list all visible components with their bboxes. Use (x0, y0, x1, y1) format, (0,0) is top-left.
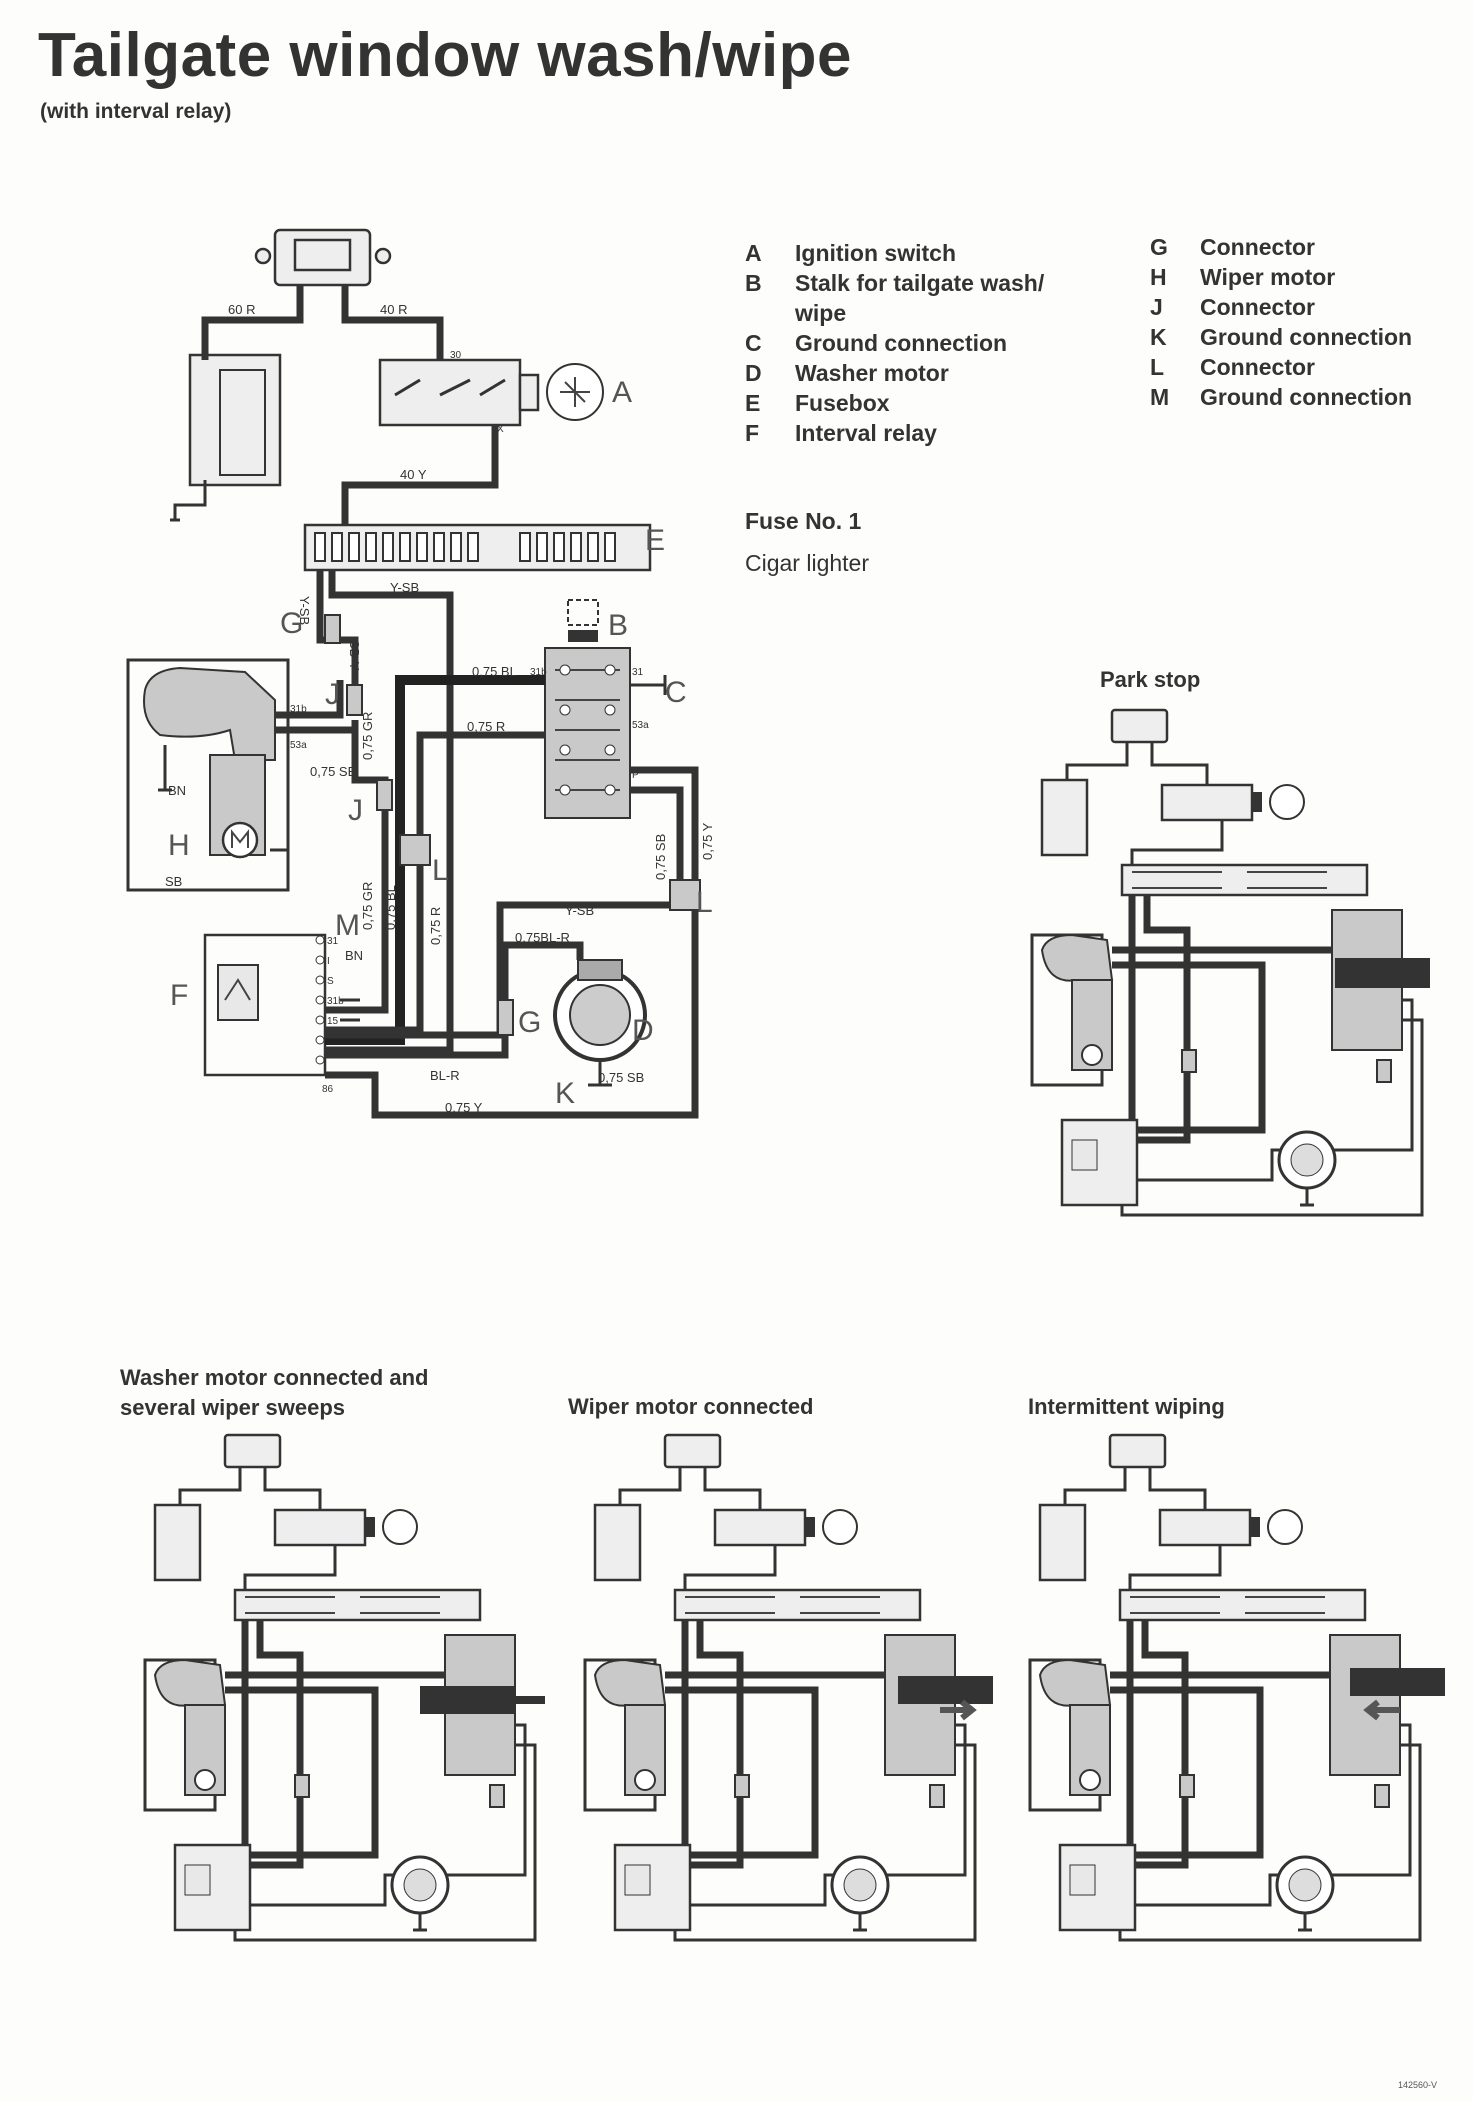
top-connector (254, 228, 392, 287)
stalk-indicator-wiper (898, 1676, 993, 1704)
wire-label: 0,75 BL (472, 664, 517, 679)
stalk-indicator-washer (420, 1686, 515, 1714)
label-a: A (612, 376, 632, 409)
caption-wiper: Wiper motor connected (568, 1394, 814, 1419)
wiper-motor (126, 658, 290, 892)
fuse-number: Fuse No. 1 (745, 508, 862, 534)
wire-label: 0,75 SB (310, 764, 356, 779)
terminal-label: I (327, 956, 330, 967)
wire-label: Y-SB (390, 580, 419, 595)
terminal-label: 53a (290, 740, 307, 751)
connector-l-left (399, 834, 431, 866)
ground-m (340, 998, 360, 1022)
terminal-label: 31b (290, 704, 307, 715)
wire-label: 40 Y (400, 467, 427, 482)
wire-label: 0,75BL-R (515, 930, 570, 945)
label-j-top: J (325, 678, 340, 711)
label-l-right: L (696, 886, 713, 919)
connector-g-bottom (497, 999, 514, 1036)
wire-label: 0,75 BL (383, 885, 398, 930)
wire-label: BN (345, 948, 363, 963)
arrow-icon (940, 1699, 977, 1721)
label-d: D (632, 1014, 654, 1047)
washer-motor (553, 959, 647, 1087)
wire-label: 0,75 Y (445, 1100, 483, 1115)
terminal-label: 86 (322, 1084, 334, 1095)
wire-label: 40 R (380, 302, 407, 317)
connector-l-right (669, 879, 701, 911)
terminal-label: 31 (327, 936, 339, 947)
connector-j-top (346, 684, 363, 716)
wire-label: 0,75 R (428, 907, 443, 945)
terminal-label: 30 (450, 350, 462, 361)
wire-label: 0,75 GR (360, 712, 375, 760)
wire-label: SB (165, 874, 182, 889)
label-h: H (168, 829, 190, 862)
wire-label: 0,75 R (467, 719, 505, 734)
label-g-top: G (280, 607, 303, 640)
label-e: E (645, 524, 665, 557)
fusebox (303, 523, 652, 572)
label-f: F (170, 979, 188, 1012)
terminal-label: X (497, 424, 504, 435)
wire-label: 0,75 GR (360, 882, 375, 930)
wire-label: Y-SB (297, 596, 312, 625)
stalk-indicator-intermittent (1350, 1668, 1445, 1696)
wire-label: SB-Y (347, 640, 362, 671)
label-b: B (608, 609, 628, 642)
terminal-label: 15 (327, 1016, 339, 1027)
caption-washer: Washer motor connected and several wiper… (120, 1365, 429, 1420)
terminal-label: 31b (327, 996, 344, 1007)
wash-wipe-stalk (544, 599, 667, 819)
wire-label: 0,75 Y (700, 822, 715, 860)
interval-relay (203, 933, 327, 1077)
label-c: C (665, 676, 687, 709)
label-g-bottom: G (518, 1006, 541, 1039)
label-k: K (555, 1077, 575, 1110)
wire-label: 0,75 SB (598, 1070, 644, 1085)
connector-j-mid (376, 779, 393, 811)
terminal-label: 31b (530, 667, 547, 678)
label-m: M (335, 909, 360, 942)
terminal-label: S (327, 976, 334, 987)
wire-label: 0,75 SB (653, 834, 668, 880)
page-title: Tailgate window wash/wipe (38, 21, 853, 90)
label-l-left: L (432, 854, 449, 887)
terminal-label: P (632, 770, 639, 781)
fuse-description: Cigar lighter (745, 550, 869, 576)
stalk-indicator-park (1335, 958, 1430, 988)
wire-label: Y-SB (565, 903, 594, 918)
legend-item: wipe (795, 300, 847, 326)
label-j-mid: J (348, 794, 363, 827)
wire-label: 60 R (228, 302, 255, 317)
terminal-label: 53a (632, 720, 649, 731)
page-subtitle: (with interval relay) (40, 100, 232, 123)
battery (170, 353, 282, 522)
caption-intermittent: Intermittent wiping (1028, 1394, 1225, 1419)
wire-label: BL-R (430, 1068, 460, 1083)
wire-label: BN (168, 783, 186, 798)
arrow-icon (1363, 1699, 1400, 1721)
reference-code: 142560-V (1398, 2080, 1438, 2090)
connector-g-top (324, 614, 341, 644)
ignition-switch (378, 358, 604, 427)
terminal-label: 31 (632, 667, 644, 678)
caption-park-stop: Park stop (1100, 667, 1201, 692)
